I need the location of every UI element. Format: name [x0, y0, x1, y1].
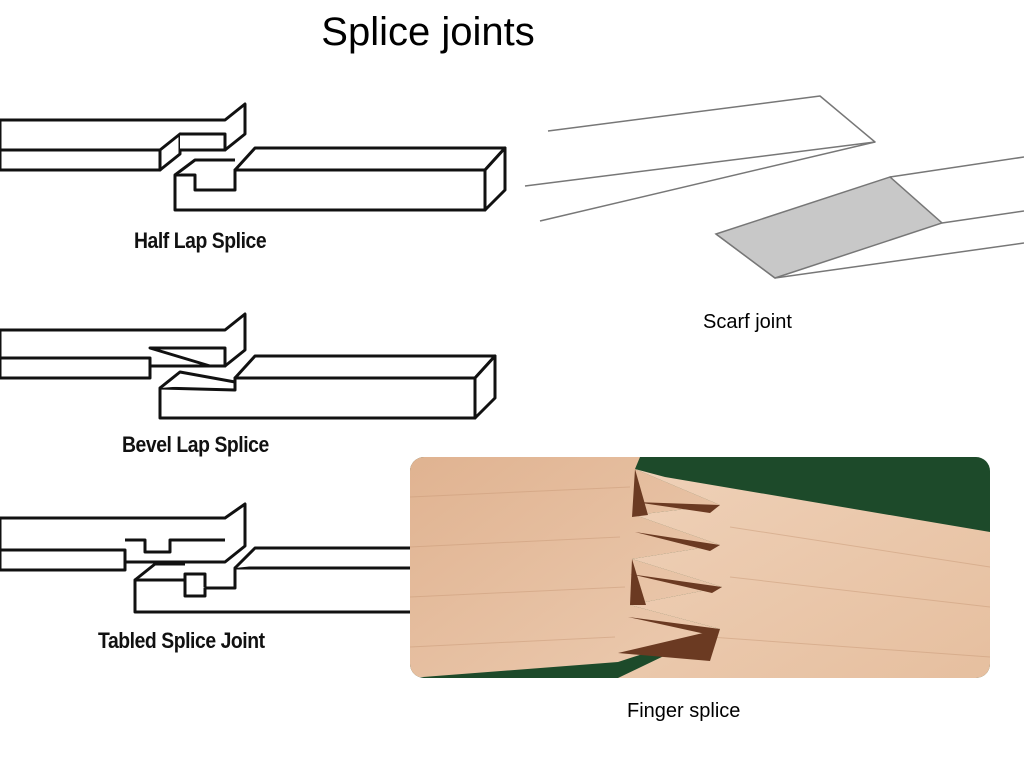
finger-splice-caption: Finger splice: [627, 700, 741, 722]
half-lap-splice-illustration: [0, 100, 520, 220]
slide-title: Splice joints: [321, 10, 535, 54]
scarf-joint-caption: Scarf joint: [703, 311, 792, 333]
scarf-joint-illustration: [520, 90, 1024, 290]
bevel-lap-splice-illustration: [0, 310, 520, 430]
finger-splice-photo: [410, 457, 990, 678]
tabled-splice-joint-label: Tabled Splice Joint: [98, 628, 265, 653]
bevel-lap-splice-label: Bevel Lap Splice: [122, 432, 269, 457]
tabled-splice-joint-illustration: [0, 500, 420, 620]
half-lap-splice-label: Half Lap Splice: [134, 228, 267, 253]
